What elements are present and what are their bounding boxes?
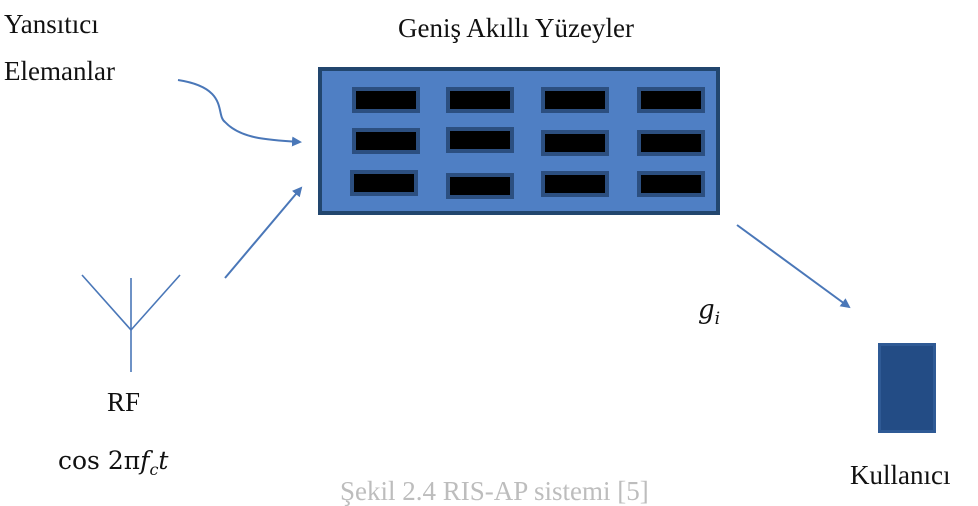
rf-label: RF bbox=[107, 387, 141, 417]
reflecting-element bbox=[352, 87, 420, 113]
reflecting-elements-label-line1: Yansıtıcı bbox=[4, 9, 99, 39]
channel-coefficient-label: gi bbox=[698, 295, 721, 330]
reflecting-element bbox=[352, 128, 420, 154]
reflecting-element bbox=[541, 130, 609, 156]
reflecting-element bbox=[446, 173, 514, 199]
reflecting-element bbox=[446, 87, 514, 113]
reflecting-element bbox=[541, 87, 609, 113]
reflecting-element bbox=[637, 87, 705, 113]
rf-to-surface-arrow bbox=[224, 186, 303, 279]
user-device-icon bbox=[878, 343, 936, 433]
reflecting-element bbox=[446, 127, 514, 153]
user-label: Kullanıcı bbox=[850, 460, 951, 490]
surface-title: Geniş Akıllı Yüzeyler bbox=[398, 13, 634, 43]
reflecting-elements-label-line2: Elemanlar bbox=[4, 56, 115, 86]
surface-to-user-arrow bbox=[736, 224, 851, 309]
reflecting-element bbox=[541, 171, 609, 197]
reflecting-element bbox=[637, 130, 705, 156]
carrier-formula: cos 2πfct bbox=[58, 446, 169, 479]
figure-caption: Şekil 2.4 RIS-AP sistemi [5] bbox=[340, 476, 649, 506]
antenna-icon bbox=[81, 274, 181, 372]
intelligent-surface bbox=[318, 67, 720, 215]
reflector-pointer-arrow bbox=[177, 79, 302, 147]
reflecting-element bbox=[637, 171, 705, 197]
reflecting-element bbox=[350, 170, 418, 196]
